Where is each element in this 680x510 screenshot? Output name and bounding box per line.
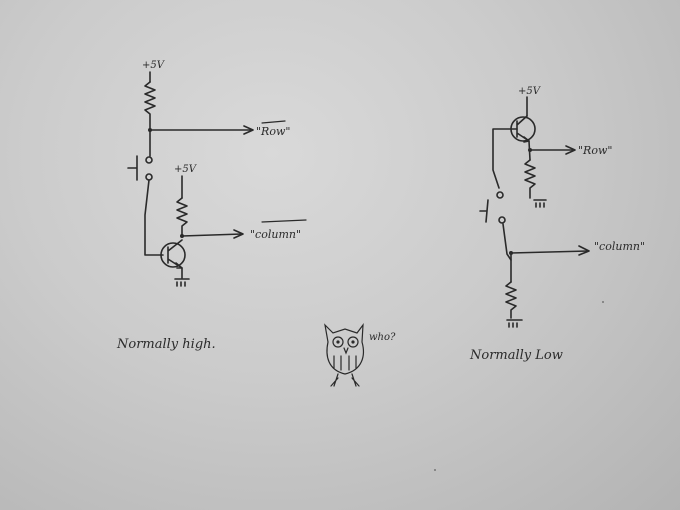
left-collector-resistor: [176, 197, 188, 237]
right-row-ground-icon: [533, 199, 547, 208]
right-row-label: "Row": [578, 144, 612, 157]
owl-legs: [330, 373, 360, 387]
owl-speech-text: who?: [369, 332, 396, 343]
owl-doodle-icon: who?: [324, 323, 396, 387]
left-vcc-transistor-label: +5V: [174, 164, 198, 175]
right-switch-to-column-wire: [502, 223, 512, 261]
right-vcc-label: +5V: [518, 86, 542, 97]
right-pulldown-resistor: [505, 281, 517, 319]
left-pushbutton-icon: [127, 155, 138, 181]
right-emitter-resistor: [524, 159, 536, 199]
right-column-wire: [510, 250, 589, 254]
left-column-wire: [181, 233, 243, 237]
right-circuit: +5V "Row" "column" Normally Low: [469, 86, 645, 363]
owl-feather-lines: [333, 355, 357, 371]
right-column-arrow-icon: [578, 245, 590, 256]
left-row-overbar: [261, 120, 286, 124]
left-column-arrow-icon: [233, 229, 244, 239]
right-switch-contact-top: [496, 191, 504, 199]
left-row-arrow-icon: [243, 125, 254, 135]
right-column-label: "column": [594, 240, 645, 253]
right-pushbutton-icon: [479, 199, 489, 223]
right-column-ground-icon: [506, 319, 523, 328]
owl-left-pupil: [336, 340, 340, 344]
owl-right-eye-icon: [347, 336, 359, 348]
left-switch-to-base-wire: [144, 179, 164, 256]
right-row-arrow-icon: [565, 145, 576, 155]
right-transistor-leads: [516, 115, 531, 161]
owl-left-eye-icon: [332, 336, 344, 348]
left-column-label: "column": [250, 228, 301, 241]
left-circuit: +5V "Row" +5V "column" Normally high.: [116, 60, 307, 352]
left-row-label: "Row": [256, 125, 290, 138]
left-npn-transistor-icon: [160, 242, 186, 268]
left-vcc-top-label: +5V: [142, 60, 166, 71]
left-caption: Normally high.: [116, 337, 216, 352]
right-switch-contact-bottom: [498, 216, 506, 224]
left-emitter-arrow-icon: [175, 262, 183, 269]
right-emitter-arrow-icon: [523, 136, 530, 143]
owl-body-outline: [324, 323, 365, 375]
paper-speck: [434, 469, 436, 471]
left-switch-contact-bottom: [145, 173, 153, 181]
left-column-overbar: [261, 219, 307, 223]
left-ground-icon: [174, 278, 190, 287]
left-switch-contact-top: [145, 156, 153, 164]
owl-beak-icon: [343, 347, 349, 355]
left-pullup-resistor: [144, 81, 156, 131]
right-caption: Normally Low: [469, 348, 563, 363]
right-base-to-switch-wire: [492, 128, 518, 189]
owl-right-pupil: [351, 340, 355, 344]
paper-speck: [602, 301, 604, 303]
